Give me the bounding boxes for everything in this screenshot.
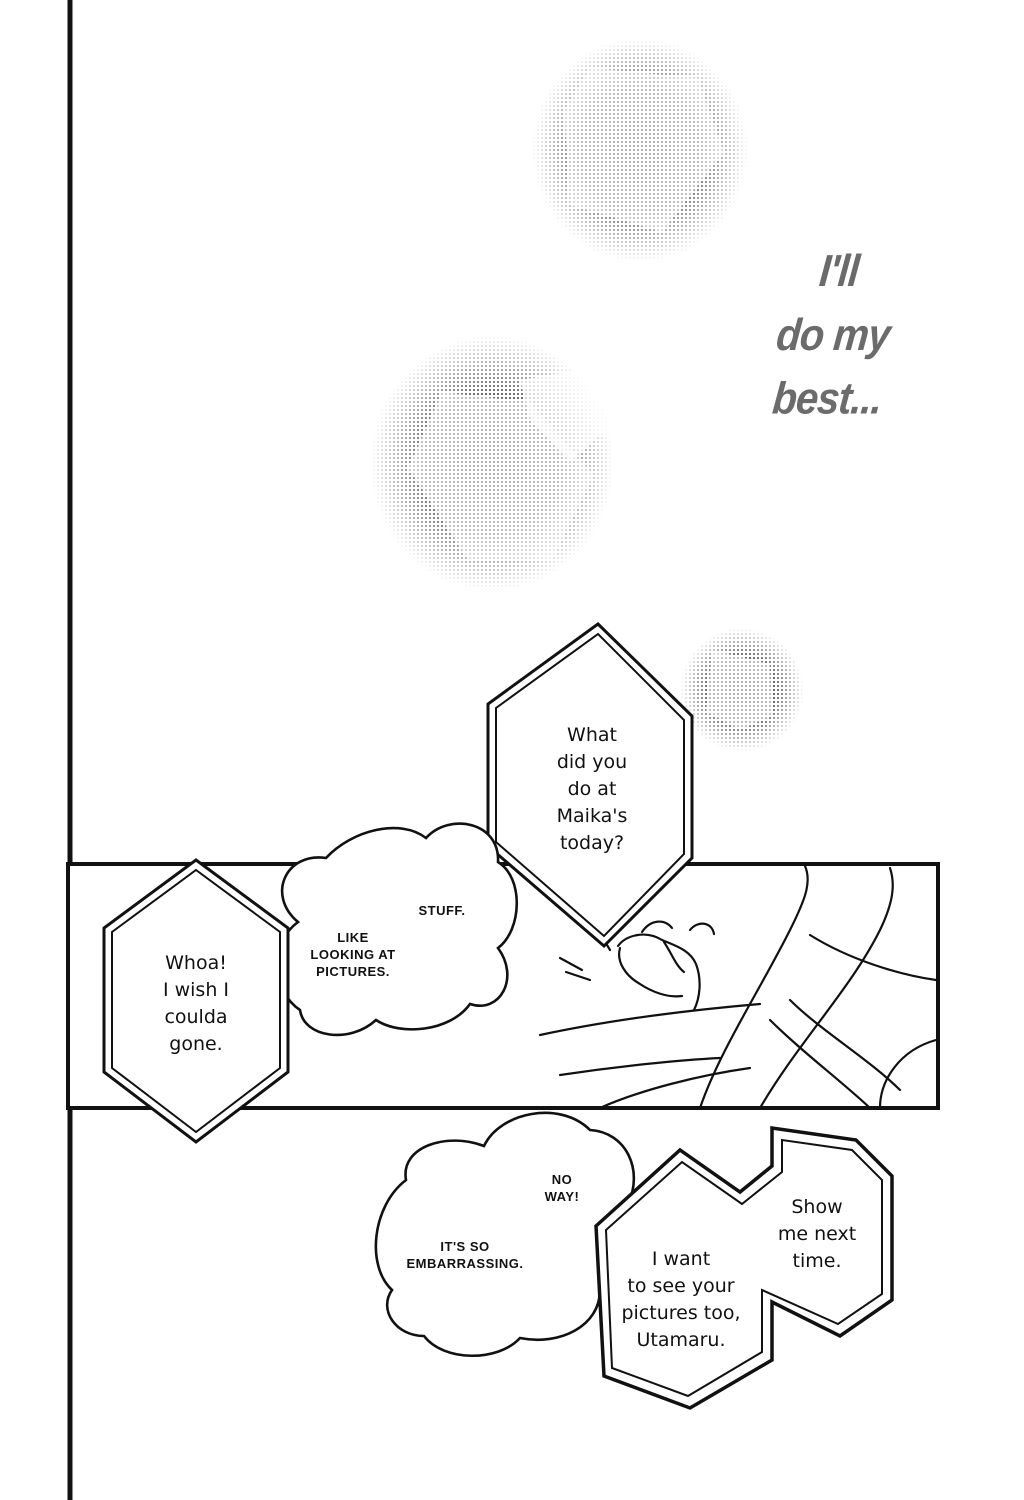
balloon-text-stuff: STUFF. (418, 903, 466, 918)
narration-text: I'll do my best... (770, 246, 892, 424)
balloon-text-i-want: I want to see your pictures too, Utamaru… (621, 1248, 741, 1351)
balloon-what-did-you-do (486, 622, 694, 949)
balloon-text-what-did-you-do: What did you do at Maika's today? (556, 724, 628, 854)
balloon-text-whoa: Whoa! I wish I coulda gone. (162, 952, 230, 1055)
cloud-balloon-stuff (276, 822, 518, 1037)
balloon-text-embarrassing: IT'S SO EMBARRASSING. (406, 1239, 524, 1271)
balloon-whoa (102, 858, 290, 1144)
balloon-text-show-me: Show me next time. (777, 1196, 857, 1272)
balloon-show-me (594, 1125, 894, 1410)
panel-lineart (538, 864, 938, 1110)
balloon-text-no-way: NO WAY! (544, 1172, 580, 1204)
sparkle-pentagons (408, 68, 772, 730)
balloon-text-like-looking: LIKE LOOKING AT PICTURES. (310, 930, 396, 979)
